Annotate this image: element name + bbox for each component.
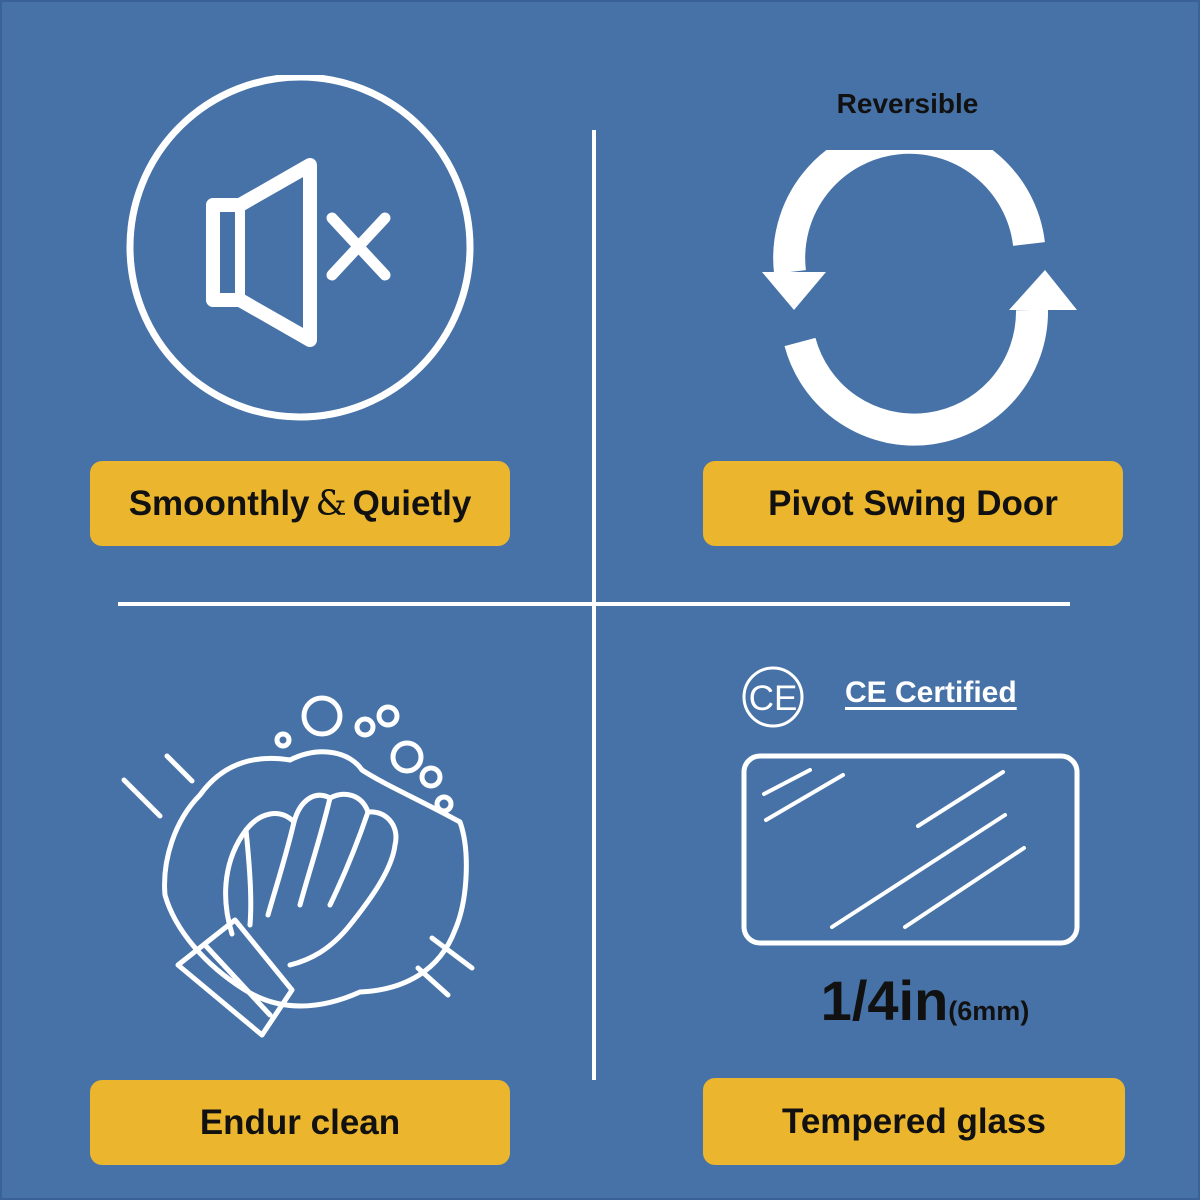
quiet-label: Quietly [352,483,472,523]
ce-certified-label: CE Certified [845,676,1017,709]
glass-thickness: 1/4in(6mm) [760,968,1090,1033]
glass-pane-icon [741,753,1080,946]
horizontal-divider [118,602,1070,606]
tempered-glass-badge: Tempered glass [703,1078,1125,1165]
hand-wiping-icon [121,695,475,1038]
ampersand: & [315,483,347,524]
thickness-inches: 1/4in [820,969,949,1032]
reverse-arrows-icon [762,150,1077,446]
ce-mark-text: CE [749,679,798,718]
reversible-caption: Reversible [836,88,979,119]
ce-mark-icon: CE [742,666,804,728]
pivot-swing-door-badge: Pivot Swing Door [703,461,1123,546]
pivot-swing-door-label: Pivot Swing Door [768,483,1058,523]
endur-clean-label: Endur clean [199,1102,401,1142]
thickness-mm: (6mm) [948,996,1030,1026]
smooth-quiet-badge: Smoonthly&Quietly [90,461,510,546]
endur-clean-badge: Endur clean [90,1080,510,1165]
smooth-label: Smoonthly [128,483,310,523]
mute-speaker-icon [126,75,474,421]
tempered-glass-label: Tempered glass [782,1101,1046,1141]
